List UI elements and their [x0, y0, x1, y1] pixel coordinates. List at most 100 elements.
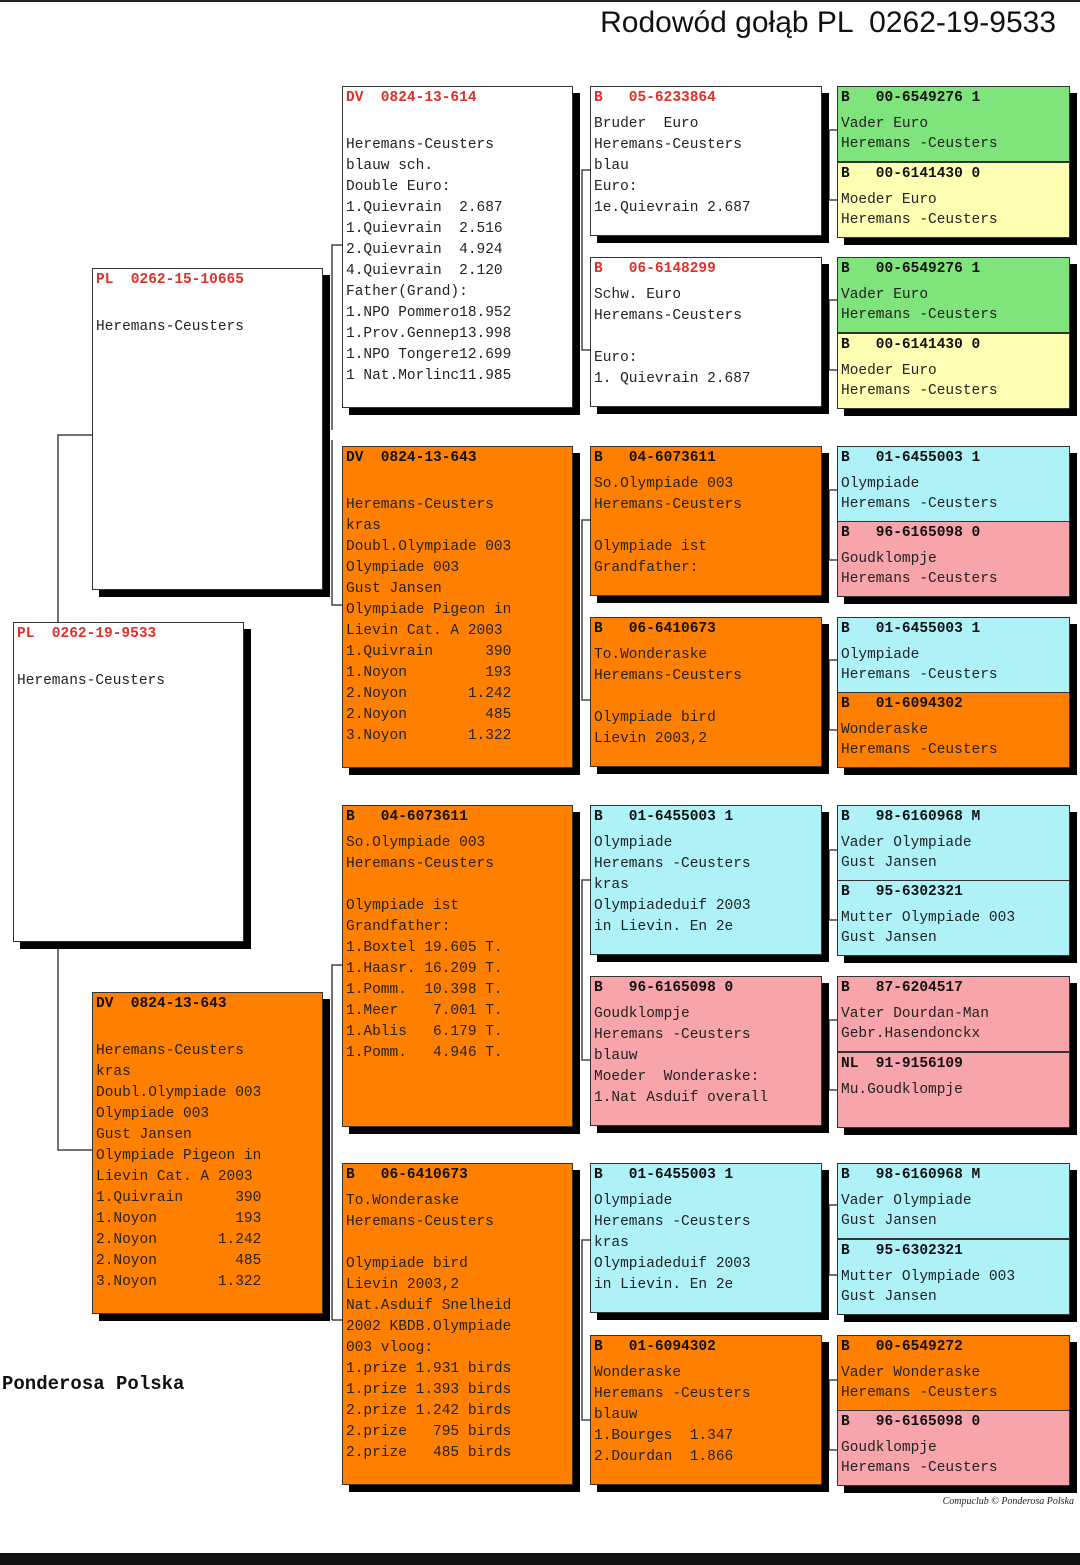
card-line: Heremans-Ceusters — [96, 1043, 244, 1059]
card-line: Mutter Olympiade 003 — [841, 910, 1016, 926]
card-line: 1.Prov.Gennep13.998 — [346, 326, 512, 342]
card-line — [346, 1233, 569, 1254]
brand-name: Ponderosa Polska — [2, 1373, 185, 1395]
card-line: in Lievin. En 2e — [594, 1277, 734, 1293]
card-line: Schw. Euro — [594, 287, 682, 303]
card-line: Olympiade 003 — [96, 1106, 210, 1122]
card-line: blau — [594, 158, 629, 174]
ring-number: B 05-6233864 — [594, 90, 716, 106]
bottom-bar — [0, 1553, 1080, 1565]
card-line: Heremans-Ceusters — [17, 673, 165, 689]
card-line: 1.Quievrain 2.516 — [346, 221, 503, 237]
ring-number: B 01-6455003 1 — [841, 450, 981, 466]
ring-number: B 06-6148299 — [594, 261, 716, 277]
card-line: 1.Pomm. 4.946 T. — [346, 1045, 503, 1061]
ring-number: B 01-6455003 1 — [594, 809, 734, 825]
card-line: kras — [346, 518, 381, 534]
card-line: Double Euro: — [346, 179, 451, 195]
card-line: Goudklompje — [841, 1440, 937, 1456]
card-line: 1.Boxtel 19.605 T. — [346, 940, 503, 956]
ring-number: B 95-6302321 — [841, 884, 963, 900]
card-line: So.Olympiade 003 — [346, 835, 486, 851]
card-line: in Lievin. En 2e — [594, 919, 734, 935]
card-line: Heremans-Ceusters — [346, 137, 494, 153]
card-line: Lievin 2003,2 — [346, 1277, 460, 1293]
card-line: 1.prize 1.931 birds — [346, 1361, 512, 1377]
card-line: 1.Bourges 1.347 — [594, 1428, 734, 1444]
card-line: Mu.Goudklompje — [841, 1082, 963, 1098]
card-line: Lievin Cat. A 2003 — [96, 1169, 253, 1185]
card-line: Gust Jansen — [346, 581, 442, 597]
card-line: Bruder Euro — [594, 116, 699, 132]
card-line: blauw — [594, 1407, 638, 1423]
card-line: Goudklompje — [841, 551, 937, 567]
card-line: 1 Nat.Morlinc11.985 — [346, 368, 512, 384]
card-line: 2.Noyon 1.242 — [96, 1232, 262, 1248]
card-line: 1.Haasr. 16.209 T. — [346, 961, 503, 977]
card-line: Vader Euro — [841, 287, 929, 303]
card-line: Olympiade ist — [346, 898, 460, 914]
card-line: 1.prize 1.393 birds — [346, 1382, 512, 1398]
card-line: Vader Olympiade — [841, 835, 972, 851]
card-line — [346, 875, 569, 896]
card-line: 1. Quievrain 2.687 — [594, 371, 751, 387]
card-line: Heremans-Ceusters — [594, 668, 742, 684]
ring-number: B 96-6165098 0 — [841, 1414, 981, 1430]
card-line: Olympiade ist — [594, 539, 708, 555]
card-line: blauw — [594, 1048, 638, 1064]
card-line — [594, 687, 818, 708]
ring-number: NL 91-9156109 — [841, 1056, 963, 1072]
card-line: Heremans-Ceusters — [346, 856, 494, 872]
card-line: Gust Jansen — [841, 855, 937, 871]
card-line: Heremans-Ceusters — [96, 319, 244, 335]
card-line — [594, 327, 818, 348]
card-line: 1.NPO Pommero18.952 — [346, 305, 512, 321]
ring-number: B 01-6455003 1 — [594, 1167, 734, 1183]
card-line: Lievin Cat. A 2003 — [346, 623, 503, 639]
card-line: Olympiade bird — [346, 1256, 468, 1272]
card-line: 2.Noyon 485 — [96, 1253, 262, 1269]
card-line: 2.prize 1.242 birds — [346, 1403, 512, 1419]
ring-number: DV 0824-13-643 — [346, 450, 477, 466]
card-line: Gust Jansen — [841, 930, 937, 946]
card-line: 2.Dourdan 1.866 — [594, 1449, 734, 1465]
card-line: 4.Quievrain 2.120 — [346, 263, 503, 279]
card-line: Olympiade — [841, 647, 920, 663]
card-line: 1.Meer 7.001 T. — [346, 1003, 503, 1019]
card-line: Heremans -Ceusters — [594, 1214, 751, 1230]
card-line: Euro: — [594, 179, 638, 195]
card-line: Heremans -Ceusters — [841, 307, 998, 323]
card-line: Heremans -Ceusters — [841, 1460, 998, 1476]
card-line: Olympiade — [841, 476, 920, 492]
ring-number: DV 0824-13-614 — [346, 90, 477, 106]
card-line — [594, 516, 818, 537]
ring-number: B 00-6141430 0 — [841, 166, 981, 182]
card-line: Goudklompje — [594, 1006, 690, 1022]
ring-number: B 01-6094302 — [841, 696, 963, 712]
card-line: Gust Jansen — [96, 1127, 192, 1143]
card-line: Heremans -Ceusters — [841, 496, 998, 512]
card-line: Moeder Wonderaske: — [594, 1069, 760, 1085]
ring-number: B 98-6160968 M — [841, 809, 981, 825]
card-line: 1.Noyon 193 — [96, 1211, 262, 1227]
ring-number: B 96-6165098 0 — [841, 525, 981, 541]
card-line: Gust Jansen — [841, 1213, 937, 1229]
card-line: blauw sch. — [346, 158, 434, 174]
